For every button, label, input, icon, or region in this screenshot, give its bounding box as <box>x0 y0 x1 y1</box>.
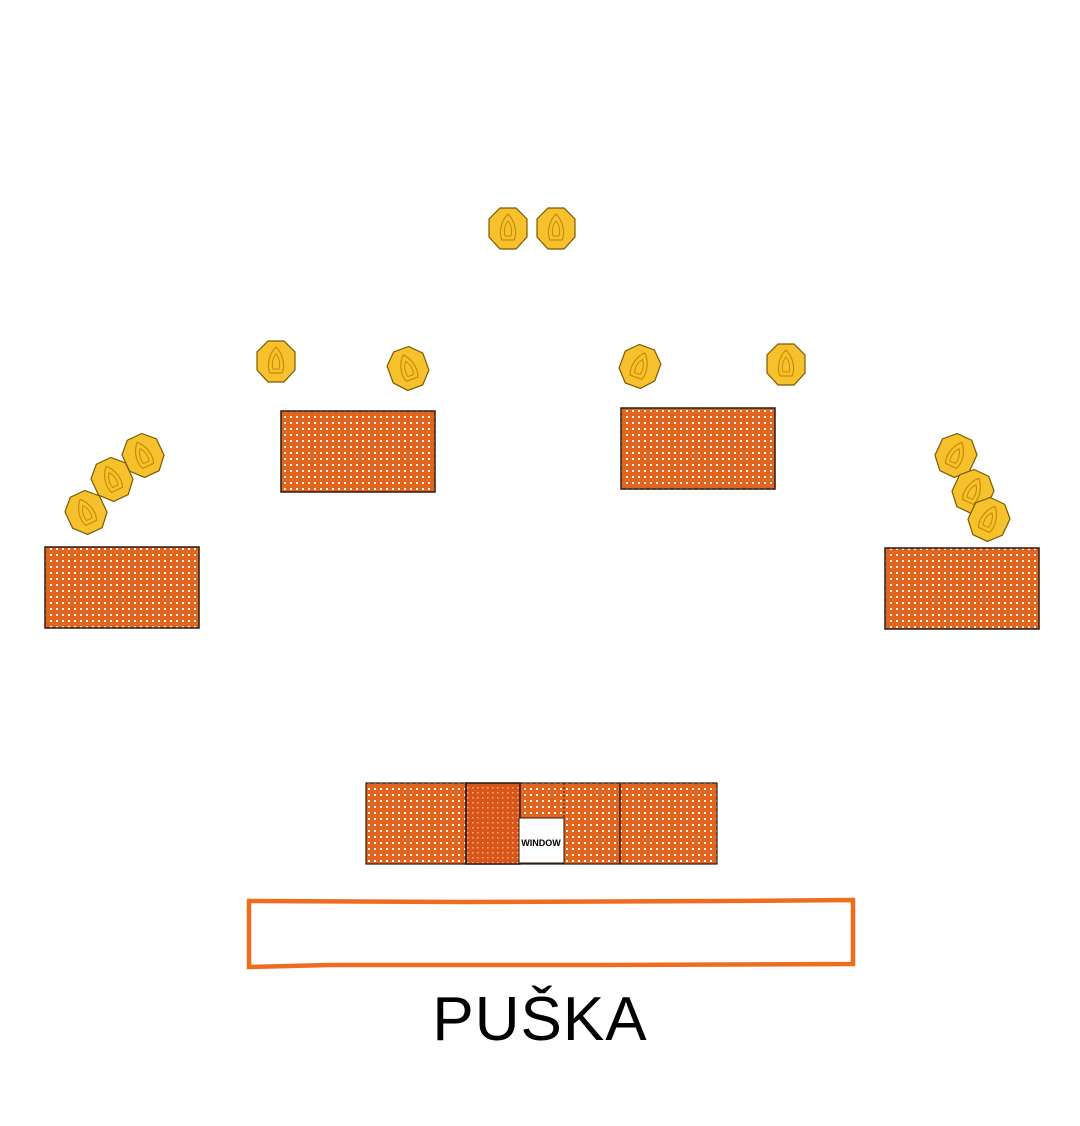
window-opening: WINDOW <box>518 817 565 864</box>
steel-popper-target-icon <box>766 343 806 386</box>
shooting-box <box>246 897 856 970</box>
barricade-right <box>884 547 1040 630</box>
steel-popper-target-icon <box>614 340 666 393</box>
steel-popper-target-icon <box>536 207 576 250</box>
barricade-center-left <box>280 410 436 493</box>
window-label: WINDOW <box>521 838 561 848</box>
steel-popper-target-icon <box>256 340 296 383</box>
barricade-center-right <box>620 407 776 490</box>
stage-title: PUŠKA <box>432 985 648 1054</box>
steel-popper-target-icon <box>488 207 528 250</box>
barricade-left <box>44 546 200 629</box>
steel-popper-target-icon <box>382 342 434 395</box>
